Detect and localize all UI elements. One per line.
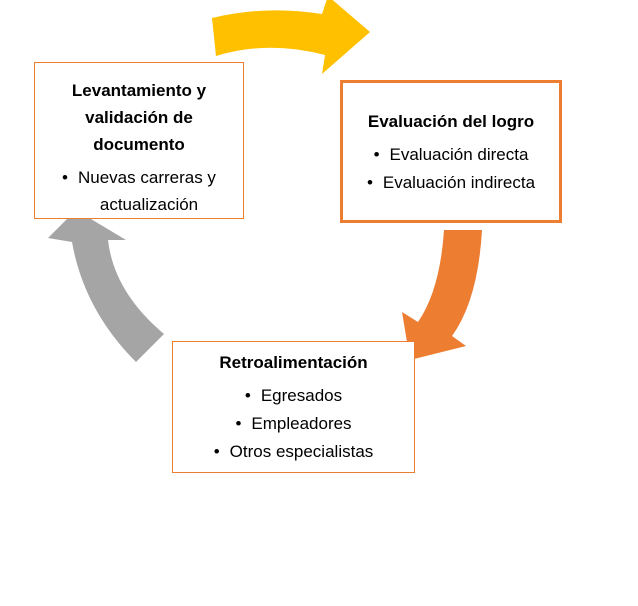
list-item: Empleadores bbox=[173, 410, 414, 438]
list-item: Otros especialistas bbox=[173, 438, 414, 466]
box-evaluacion-title: Evaluación del logro bbox=[367, 112, 535, 131]
list-item: Nuevas carreras y bbox=[35, 164, 243, 191]
list-item: Evaluación directa bbox=[343, 141, 559, 169]
list-item: Egresados bbox=[173, 382, 414, 410]
arrow-yellow-icon bbox=[212, 0, 370, 74]
list-item: Evaluación indirecta bbox=[343, 169, 559, 197]
title-line: validación de bbox=[85, 108, 193, 127]
box-retroalimentacion-title: Retroalimentación bbox=[219, 353, 368, 372]
arrow-gray-icon bbox=[48, 210, 164, 362]
box-levantamiento: Levantamiento y validación de documento … bbox=[34, 62, 244, 219]
title-line: documento bbox=[93, 135, 185, 154]
box-levantamiento-title: Levantamiento y validación de documento bbox=[35, 77, 243, 158]
list-item-continuation: actualización bbox=[99, 195, 199, 214]
box-evaluacion: Evaluación del logro Evaluación directa … bbox=[340, 80, 562, 223]
arrow-orange-icon bbox=[402, 230, 482, 360]
box-retroalimentacion-list: Egresados Empleadores Otros especialista… bbox=[173, 382, 414, 466]
box-evaluacion-list: Evaluación directa Evaluación indirecta bbox=[343, 141, 559, 197]
box-levantamiento-list: Nuevas carreras y actualización bbox=[35, 164, 243, 218]
box-retroalimentacion: Retroalimentación Egresados Empleadores … bbox=[172, 341, 415, 473]
title-line: Levantamiento y bbox=[71, 81, 207, 100]
